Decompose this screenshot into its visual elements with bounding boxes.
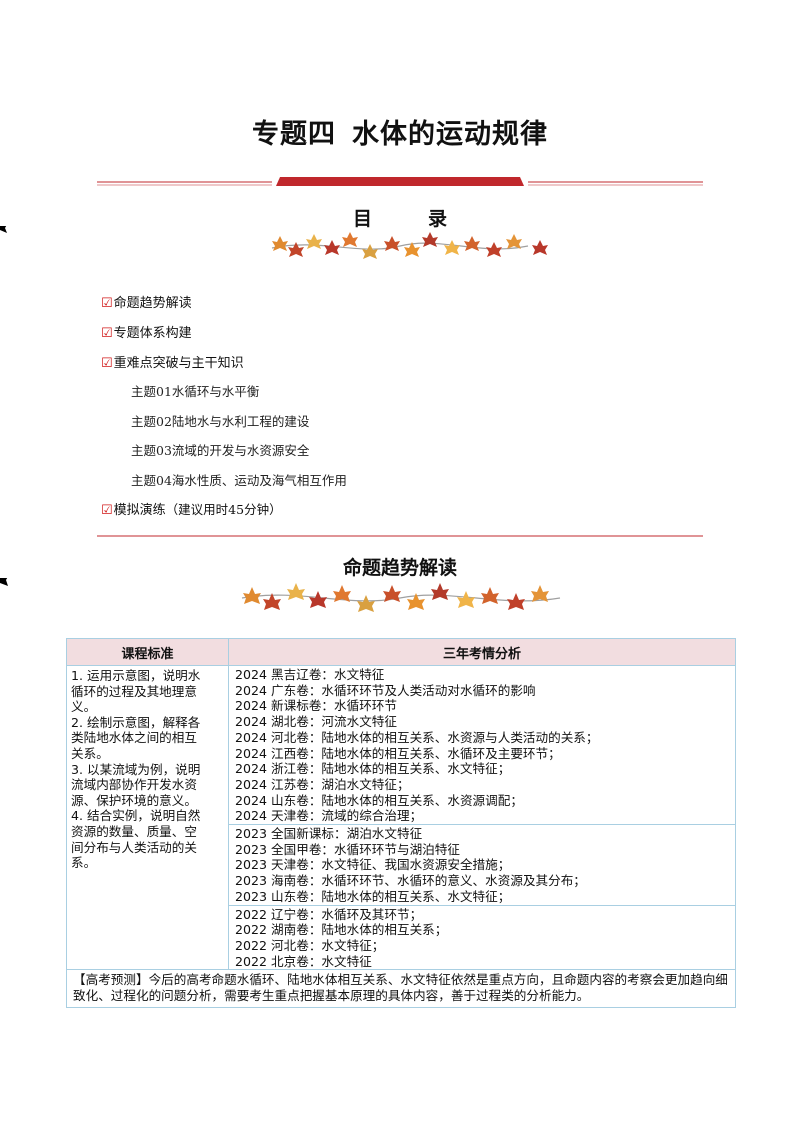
- standard-line: 2. 绘制示意图，解释各: [71, 714, 201, 730]
- standard-line: 源、保护环境的意义。: [71, 792, 197, 808]
- analysis-line: 2023 山东卷：陆地水体的相互关系、水文特征；: [235, 888, 511, 904]
- page-title: 专题四水体的运动规律: [252, 119, 548, 150]
- analysis-line: 2024 广东卷：水循环环节及人类活动对水循环的影响: [235, 682, 536, 698]
- analysis-2022-cell: 2022 辽宁卷：水循环及其环节； 2022 湖南卷：陆地水体的相互关系； 20…: [228, 904, 736, 971]
- toc-item-trend[interactable]: ☑命题趋势解读: [101, 296, 192, 311]
- standard-line: 1. 运用示意图，说明水: [71, 668, 201, 683]
- standard-line: 义。: [71, 699, 97, 715]
- toc-heading: 目录: [352, 208, 448, 230]
- analysis-line: 2023 全国甲卷：水循环环节与湖泊特征: [235, 841, 460, 857]
- checkbox-icon: ☑: [101, 356, 113, 371]
- standard-line: 系。: [71, 855, 97, 871]
- analysis-line: 2024 江苏卷：湖泊水文特征；: [235, 776, 410, 792]
- checkbox-icon: ☑: [101, 326, 113, 341]
- exam-analysis-table: 课程标准 三年考情分析 1. 运用示意图，说明水 循环的过程及其地理意 义。 2…: [66, 638, 736, 1009]
- standard-line: 3. 以某流域为例，说明: [71, 761, 201, 777]
- standard-line: 关系。: [71, 745, 109, 761]
- analysis-line: 2022 湖南卷：陆地水体的相互关系；: [235, 922, 448, 938]
- standard-line: 类陆地水体之间的相互: [71, 730, 197, 746]
- title-divider: [97, 177, 703, 186]
- column-header-analysis: 三年考情分析: [228, 638, 736, 666]
- leaf-garland-decoration: [0, 226, 548, 259]
- standard-line: 4. 结合实例，说明自然: [71, 808, 201, 824]
- toc-item-system[interactable]: ☑专题体系构建: [101, 326, 192, 341]
- analysis-line: 2024 新课标卷：水循环环节: [235, 698, 397, 714]
- standard-line: 流域内部协作开发水资: [71, 777, 197, 793]
- leaf-garland-decoration: [0, 578, 561, 612]
- analysis-line: 2024 湖北卷：河流水文特征: [235, 714, 397, 730]
- analysis-line: 2024 江西卷：陆地水体的相互关系、水循环及主要环节；: [235, 745, 561, 761]
- analysis-2024-cell: 2024 黑吉辽卷：水文特征 2024 广东卷：水循环环节及人类活动对水循环的影…: [228, 664, 736, 826]
- analysis-line: 2024 黑吉辽卷：水文特征: [235, 667, 385, 682]
- toc-subitem-3[interactable]: 主题03流域的开发与水资源安全: [131, 443, 310, 458]
- toc-subitem-4[interactable]: 主题04海水性质、运动及海气相互作用: [131, 473, 347, 488]
- analysis-line: 2024 浙江卷：陆地水体的相互关系、水文特征；: [235, 761, 511, 777]
- standard-line: 资源的数量、质量、空: [71, 823, 197, 839]
- analysis-line: 2024 河北卷：陆地水体的相互关系、水资源与人类活动的关系；: [235, 729, 599, 745]
- analysis-line: 2022 河北卷：水文特征；: [235, 937, 385, 953]
- analysis-line: 2022 辽宁卷：水循环及其环节；: [235, 906, 423, 922]
- toc-subitem-2[interactable]: 主题02陆地水与水利工程的建设: [131, 414, 310, 429]
- exam-prediction-cell: 【高考预测】今后的高考命题水循环、陆地水体相互关系、水文特征依然是重点方向，且命…: [66, 969, 736, 1009]
- section-heading: 命题趋势解读: [342, 557, 457, 579]
- standard-line: 循环的过程及其地理意: [71, 683, 197, 699]
- toc-item-practice[interactable]: ☑模拟演练（建议用时45分钟）: [101, 502, 282, 518]
- standard-line: 间分布与人类活动的关: [71, 839, 197, 855]
- checkbox-icon: ☑: [101, 296, 113, 311]
- analysis-line: 2022 北京卷：水文特征: [235, 953, 372, 969]
- column-header-standards: 课程标准: [66, 638, 229, 666]
- course-standards-cell: 1. 运用示意图，说明水 循环的过程及其地理意 义。 2. 绘制示意图，解释各 …: [66, 664, 229, 971]
- analysis-line: 2024 天津卷：流域的综合治理；: [235, 808, 423, 824]
- analysis-line: 2023 天津卷：水文特征、我国水资源安全措施；: [235, 857, 511, 873]
- checkbox-icon: ☑: [101, 503, 113, 518]
- analysis-line: 2023 全国新课标：湖泊水文特征: [235, 826, 423, 842]
- toc-item-key-points[interactable]: ☑重难点突破与主干知识: [101, 356, 244, 371]
- toc-divider: [97, 535, 703, 537]
- analysis-line: 2024 山东卷：陆地水体的相互关系、水资源调配；: [235, 792, 523, 808]
- toc-subitem-1[interactable]: 主题01水循环与水平衡: [131, 384, 260, 399]
- analysis-line: 2023 海南卷：水循环环节、水循环的意义、水资源及其分布；: [235, 873, 586, 889]
- analysis-2023-cell: 2023 全国新课标：湖泊水文特征 2023 全国甲卷：水循环环节与湖泊特征 2…: [228, 824, 736, 906]
